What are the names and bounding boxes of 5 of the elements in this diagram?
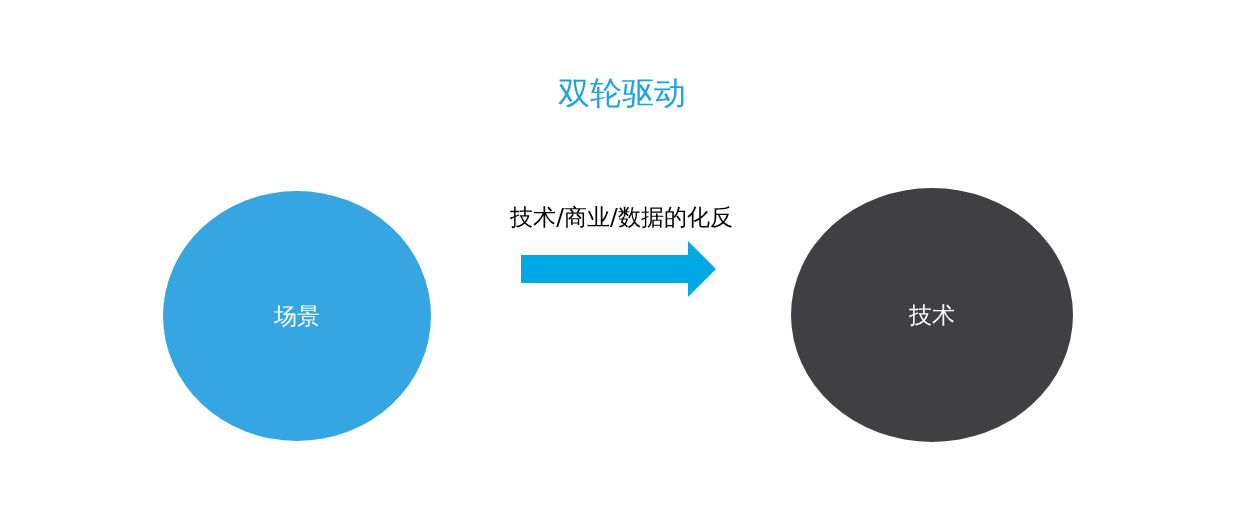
arrow <box>521 241 716 297</box>
node-label: 技术 <box>909 301 955 329</box>
node-label: 场景 <box>274 302 320 330</box>
edge-label: 技术/商业/数据的化反 <box>510 203 733 231</box>
title: 双轮驱动 <box>558 74 686 112</box>
